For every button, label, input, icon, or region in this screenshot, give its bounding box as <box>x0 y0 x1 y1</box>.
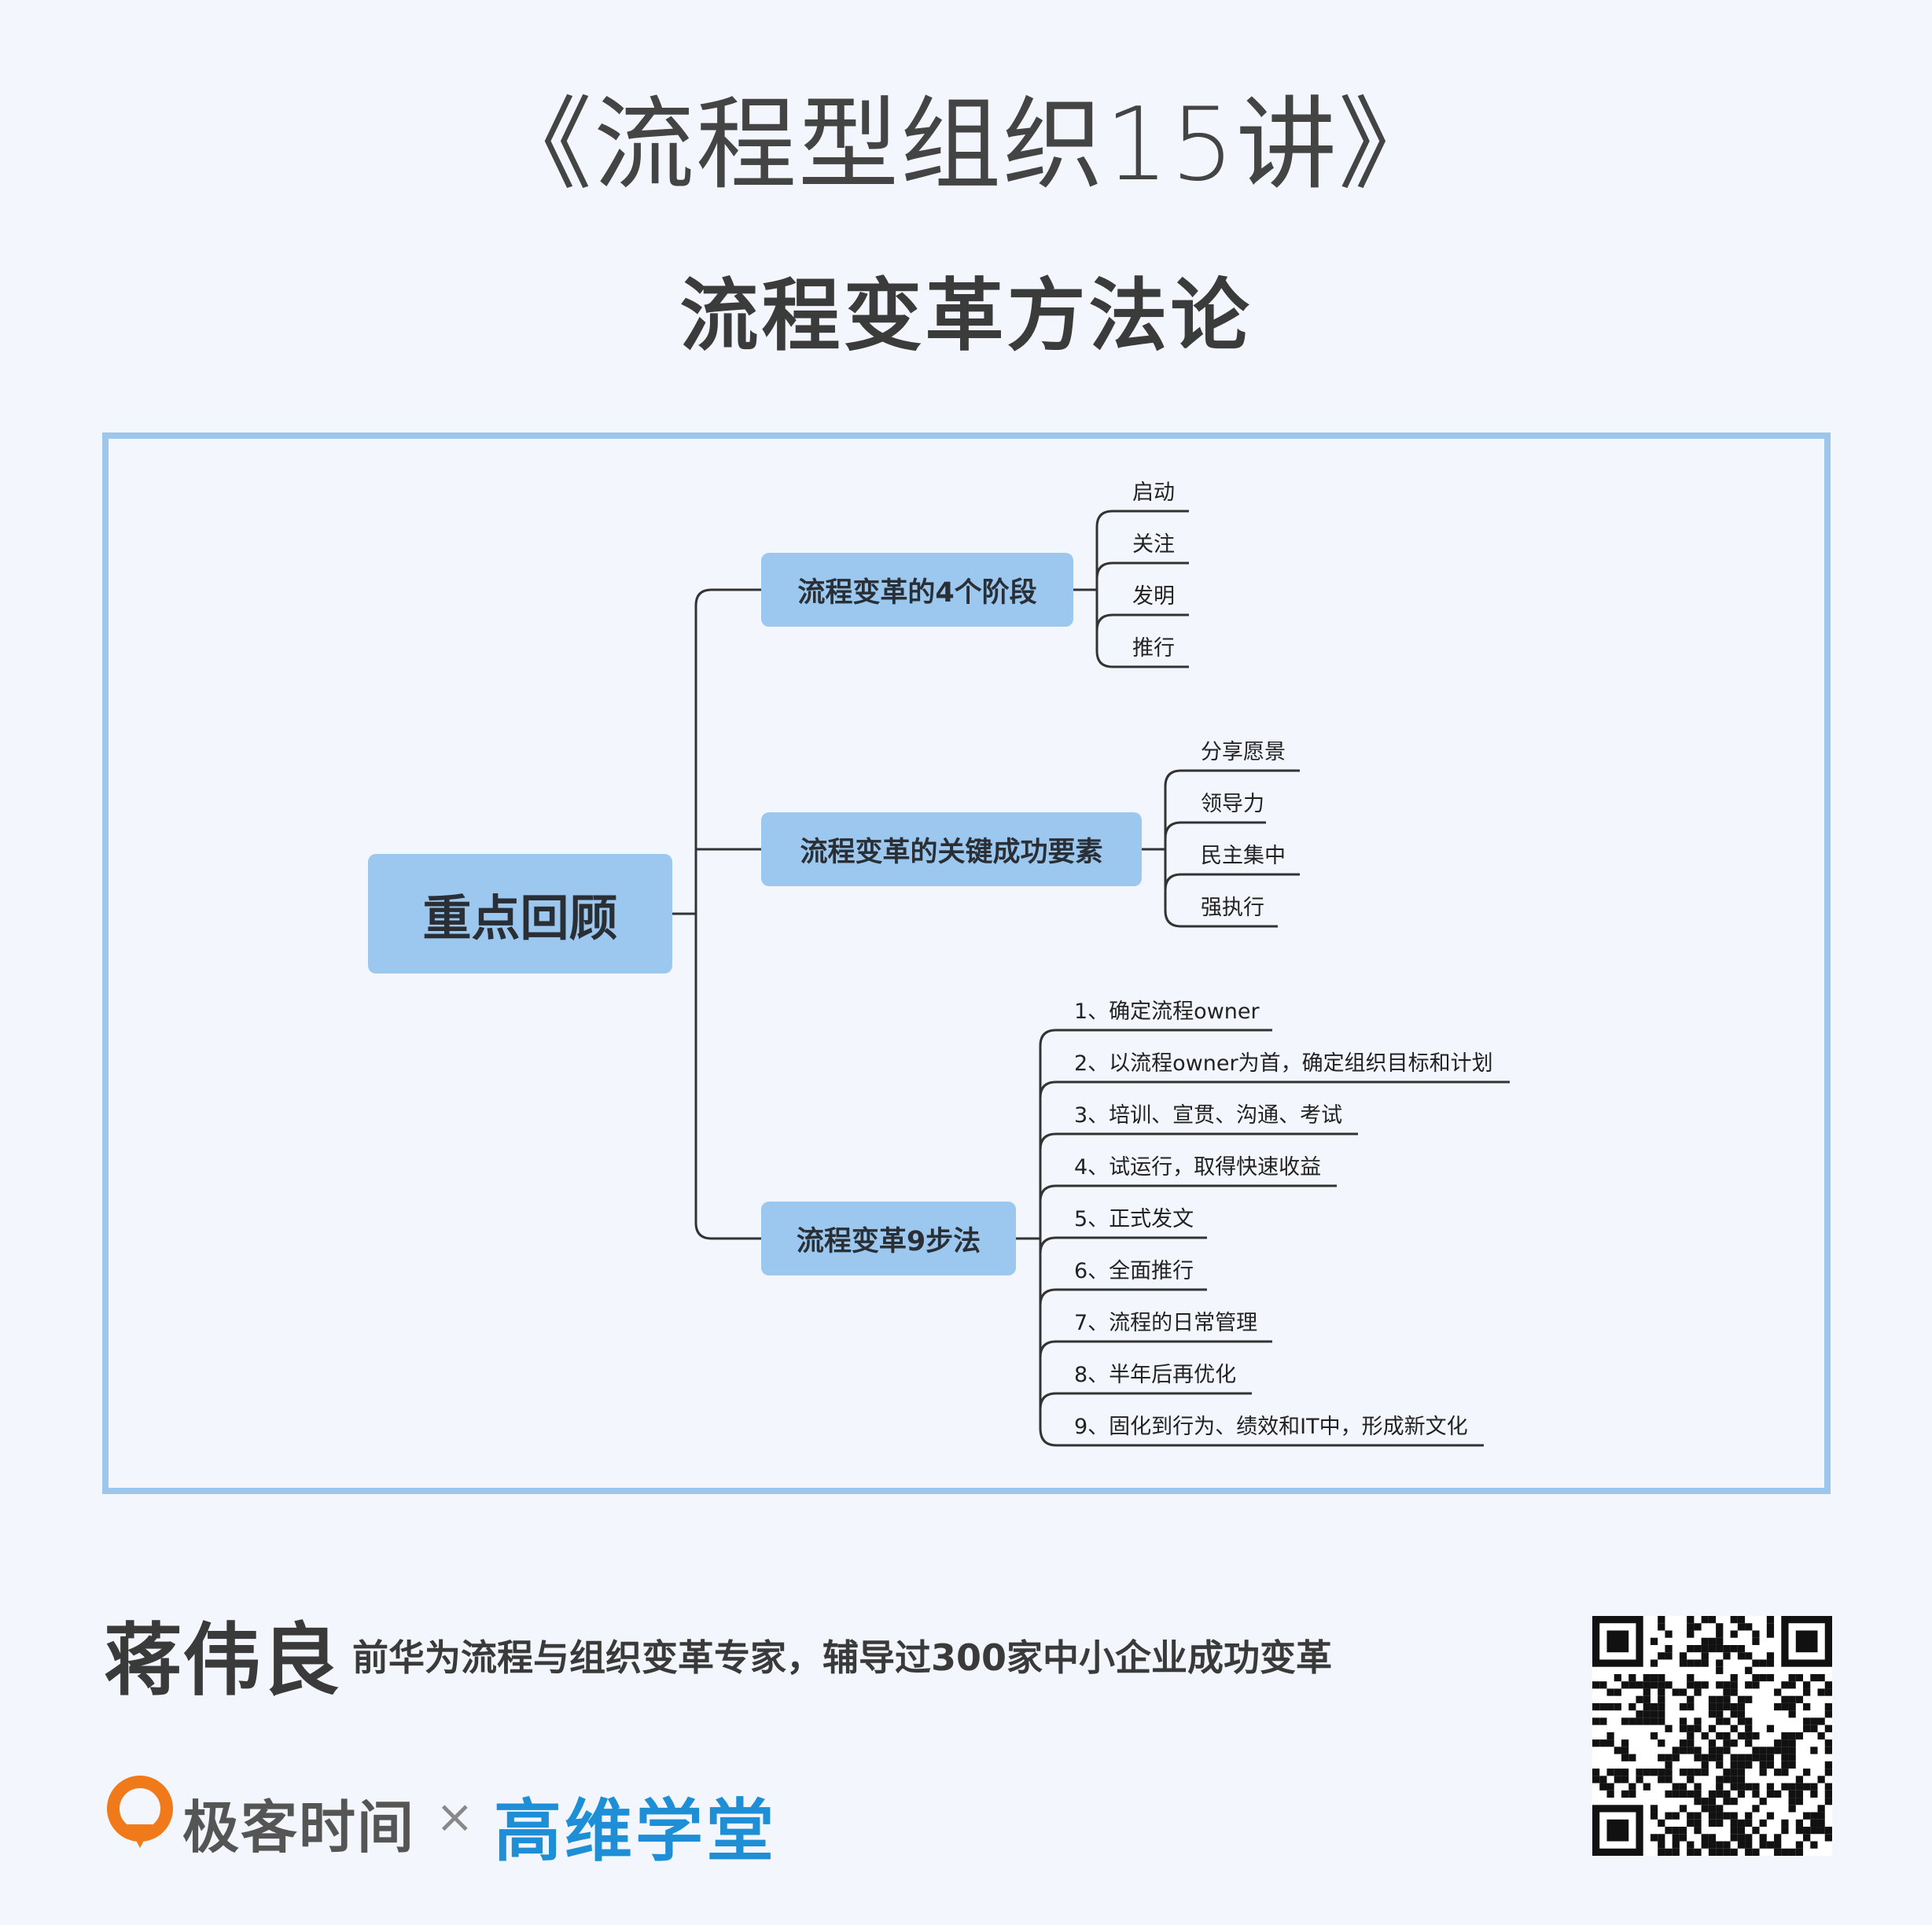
leaf-step-9: 9、固化到行为、绩效和IT中，形成新文化 <box>1074 1415 1468 1439</box>
leaf-step-6: 6、全面推行 <box>1074 1259 1194 1283</box>
leaf-step-1: 1、确定流程owner <box>1074 999 1260 1024</box>
leaf-stage-4: 推行 <box>1132 636 1175 661</box>
branch-node-stages: 流程变革的4个阶段 <box>761 553 1073 627</box>
leaf-step-5: 5、正式发文 <box>1074 1207 1194 1231</box>
branch-node-success-factors: 流程变革的关键成功要素 <box>761 812 1142 886</box>
leaf-step-7: 7、流程的日常管理 <box>1074 1311 1258 1335</box>
author-bio: 前华为流程与组织变革专家，辅导过300家中小企业成功变革 <box>352 1636 1333 1679</box>
leaf-step-4: 4、试运行，取得快速收益 <box>1074 1155 1322 1180</box>
brand-gaowei: 高维学堂 <box>494 1792 777 1871</box>
leaf-stage-2: 关注 <box>1132 532 1175 557</box>
geektime-logo-icon <box>107 1776 173 1848</box>
leaf-step-2: 2、以流程owner为首，确定组织目标和计划 <box>1074 1051 1493 1076</box>
leaf-factor-1: 分享愿景 <box>1201 740 1286 764</box>
leaf-factor-4: 强执行 <box>1201 896 1264 920</box>
page-title: 《流程型组织15讲》 <box>491 86 1441 204</box>
brand-separator: × <box>436 1790 474 1843</box>
leaf-stage-1: 启动 <box>1132 480 1175 505</box>
leaf-stage-3: 发明 <box>1132 584 1175 609</box>
leaf-factor-2: 领导力 <box>1201 792 1264 816</box>
branch-node-nine-steps: 流程变革9步法 <box>761 1202 1016 1275</box>
mindmap-frame <box>102 432 1831 1494</box>
brand-geektime: 极客时间 <box>182 1794 416 1861</box>
leaf-step-8: 8、半年后再优化 <box>1074 1363 1237 1387</box>
qr-code-icon <box>1592 1616 1832 1856</box>
mindmap-root-node: 重点回顾 <box>368 854 672 974</box>
leaf-factor-3: 民主集中 <box>1201 844 1286 868</box>
leaf-step-3: 3、培训、宣贯、沟通、考试 <box>1074 1103 1343 1128</box>
page-subtitle: 流程变革方法论 <box>679 270 1253 362</box>
author-name: 蒋伟良 <box>104 1614 340 1706</box>
